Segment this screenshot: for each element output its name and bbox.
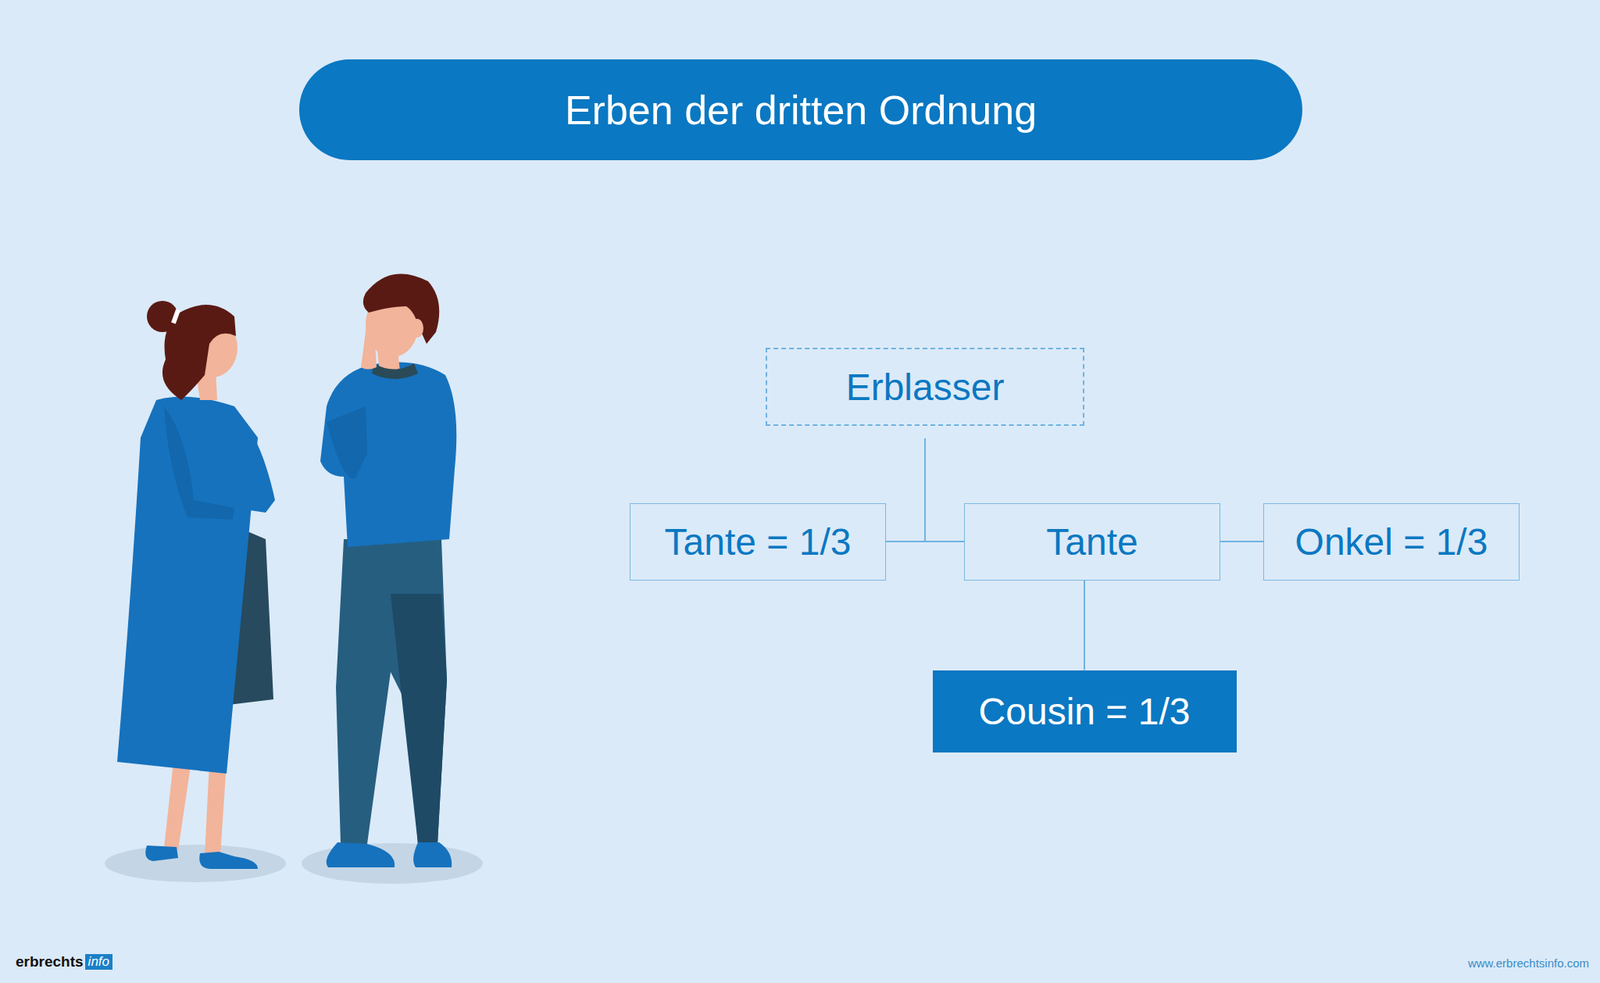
heir-box: Onkel = 1/3 [1263, 503, 1520, 581]
box-label: Tante = 1/3 [664, 520, 852, 564]
shadow [104, 844, 286, 883]
heir-box: Tante = 1/3 [629, 503, 886, 581]
deceased-box: Erblasser [765, 347, 1085, 426]
family-line [1083, 580, 1086, 671]
title-pill: Erben der dritten Ordnung [299, 59, 1303, 161]
family-line [885, 438, 925, 542]
family-line [1220, 540, 1264, 543]
highlight-heir-box: Cousin = 1/3 [932, 670, 1237, 753]
box-label: Erblasser [846, 365, 1005, 409]
relative-box: Tante [964, 503, 1221, 581]
woman-figure [117, 300, 275, 869]
box-label: Onkel = 1/3 [1295, 520, 1489, 564]
box-label: Cousin = 1/3 [978, 689, 1191, 733]
title-text: Erben der dritten Ordnung [564, 86, 1037, 134]
man-figure [320, 273, 457, 868]
website-url: www.erbrechtsinfo.com [1467, 956, 1590, 970]
brand-tag: info [85, 953, 113, 970]
box-label: Tante [1046, 520, 1138, 564]
brand-logo: erbrechtsinfo [15, 953, 113, 971]
family-line [925, 438, 965, 542]
shadow [301, 842, 483, 884]
brand-name: erbrechts [15, 953, 84, 971]
